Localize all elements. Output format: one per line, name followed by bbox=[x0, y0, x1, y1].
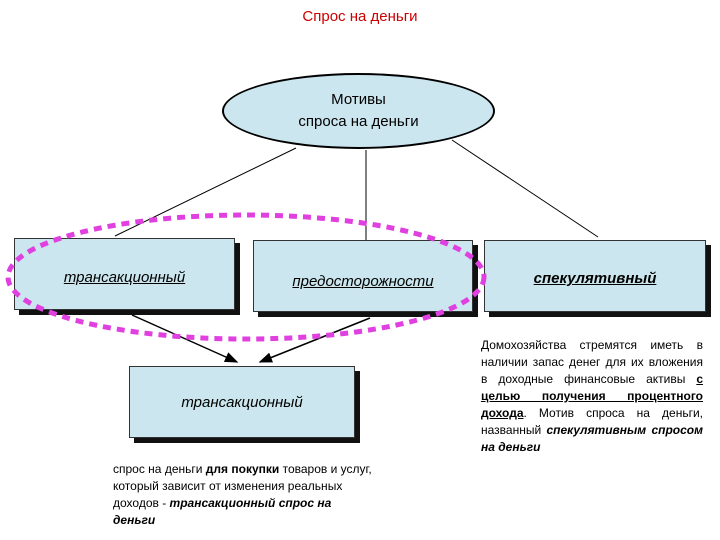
root-motives-ellipse: Мотивы спроса на деньги bbox=[222, 73, 495, 149]
page-title: Спрос на деньги bbox=[302, 8, 418, 25]
left-desc-part-1: спрос на деньги bbox=[113, 462, 206, 476]
right-desc-part-3: . Мотив спроса на деньги, названный bbox=[481, 406, 703, 437]
left-desc-part-3: товаров и услуг, который зависит от изме… bbox=[113, 462, 372, 510]
motive-box-transactional: трансакционный bbox=[14, 238, 235, 310]
connector-root-transactional bbox=[114, 147, 297, 237]
combined-box-transactional: трансакционный bbox=[129, 366, 355, 438]
motive-box-precautionary: предосторожности bbox=[253, 240, 473, 312]
right-desc-part-1: Домохозяйства стремятся иметь в наличии … bbox=[481, 338, 703, 386]
left-desc-part-2: для покупки bbox=[205, 462, 280, 476]
right-desc-part-2: с целью получения процентного дохода bbox=[481, 372, 703, 420]
arrow-left-to-combined bbox=[131, 314, 239, 363]
motive-label-transactional: трансакционный bbox=[63, 269, 186, 286]
left-desc-part-4: трансакционный спрос на деньги bbox=[113, 496, 332, 527]
motive-box-speculative: спекулятивный bbox=[484, 240, 706, 312]
combined-label: трансакционный bbox=[181, 393, 303, 411]
dashed-ring bbox=[5, 212, 487, 342]
arrow-right-to-combined bbox=[258, 317, 371, 363]
right-desc-part-4: спекулятивным спросом на деньги bbox=[481, 423, 703, 454]
motive-label-precautionary: предосторожности bbox=[292, 273, 434, 290]
root-line-1: Мотивы bbox=[331, 91, 386, 108]
root-line-2: спроса на деньги bbox=[298, 113, 419, 130]
transactional-description: спрос на деньги для покупки товаров и ус… bbox=[113, 461, 375, 529]
connector-root-speculative bbox=[451, 139, 599, 238]
motive-label-speculative: спекулятивный bbox=[533, 270, 657, 287]
speculative-description: Домохозяйства стремятся иметь в наличии … bbox=[481, 337, 703, 456]
